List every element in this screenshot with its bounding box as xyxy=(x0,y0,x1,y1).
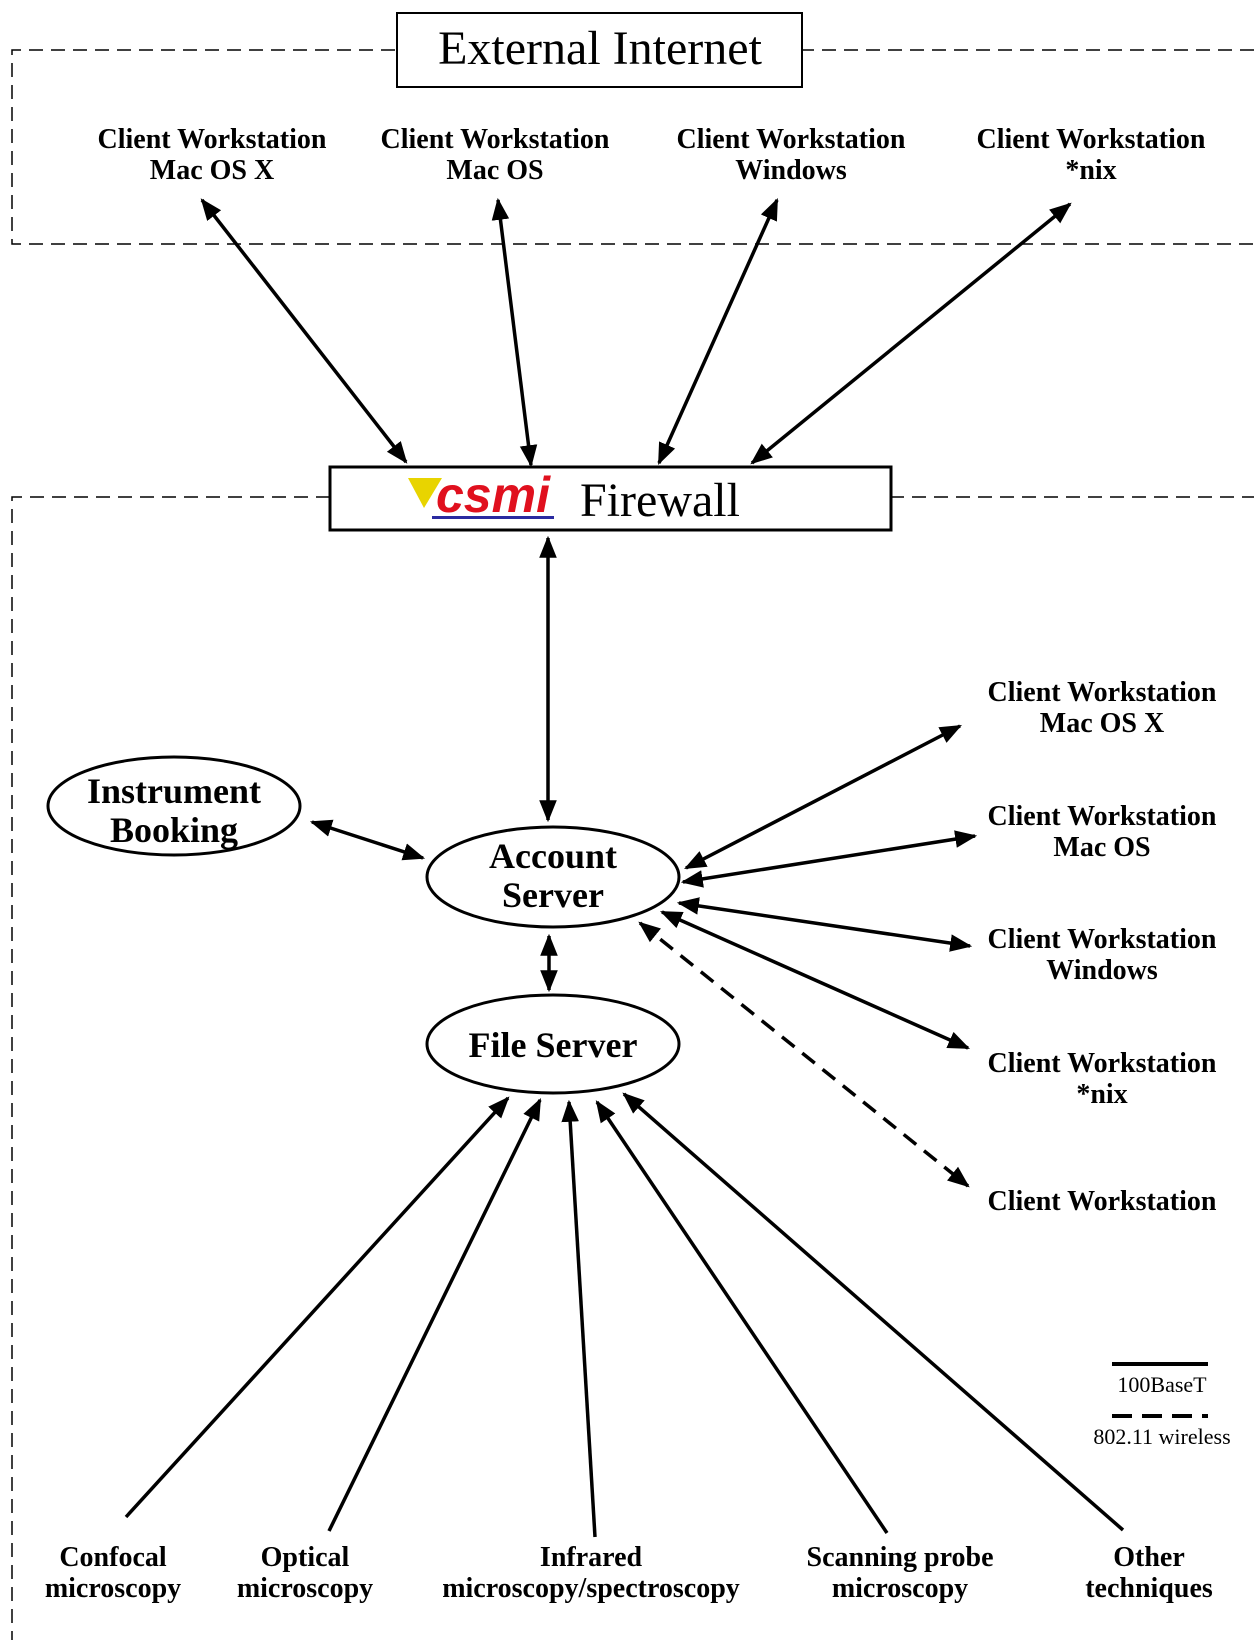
svg-text:*nix: *nix xyxy=(1076,1079,1127,1110)
svg-text:Mac OS X: Mac OS X xyxy=(1040,708,1164,739)
link-confocal-file xyxy=(124,1096,510,1519)
account-server-line2: Server xyxy=(502,875,604,915)
link-firewall-external-mac-os xyxy=(491,197,538,468)
legend-wired-label: 100BaseT xyxy=(1117,1372,1207,1397)
internal-client-mac-os-x: Client Workstation Mac OS X xyxy=(988,677,1217,739)
external-client-mac-os: Client Workstation Mac OS xyxy=(381,124,610,186)
instrument-booking-line2: Booking xyxy=(110,810,238,850)
internal-client-nix: Client Workstation *nix xyxy=(988,1048,1217,1110)
internal-client-mac-os: Client Workstation Mac OS xyxy=(988,801,1217,863)
link-account-internal-mac-os xyxy=(680,830,978,888)
svg-text:Confocal: Confocal xyxy=(59,1542,167,1573)
legend-wireless-label: 802.11 wireless xyxy=(1093,1424,1230,1449)
svg-text:Optical: Optical xyxy=(261,1542,350,1573)
file-server-label: File Server xyxy=(469,1025,638,1065)
external-internet-box xyxy=(396,12,803,88)
svg-text:Other: Other xyxy=(1113,1542,1185,1573)
svg-text:Client Workstation: Client Workstation xyxy=(98,124,327,155)
svg-text:microscopy/spectroscopy: microscopy/spectroscopy xyxy=(442,1573,740,1604)
account-server-node xyxy=(425,825,681,929)
instrument-booking-line1: Instrument xyxy=(87,771,261,811)
link-firewall-external-nix xyxy=(750,202,1072,465)
external-zone-boundary xyxy=(11,49,1254,245)
svg-text:Windows: Windows xyxy=(735,155,847,186)
instrument-confocal: Confocal microscopy xyxy=(45,1542,181,1604)
svg-text:csmi: csmi xyxy=(436,467,551,523)
svg-text:techniques: techniques xyxy=(1085,1573,1213,1604)
account-server-line1: Account xyxy=(489,836,617,876)
svg-text:*nix: *nix xyxy=(1065,155,1116,186)
instrument-other: Other techniques xyxy=(1085,1542,1213,1604)
svg-text:Client Workstation: Client Workstation xyxy=(677,124,906,155)
external-client-mac-os-x: Client Workstation Mac OS X xyxy=(98,124,327,186)
internal-client-windows: Client Workstation Windows xyxy=(988,924,1217,986)
svg-text:Mac OS: Mac OS xyxy=(1053,832,1150,863)
link-account-internal-wireless xyxy=(638,921,970,1188)
svg-text:Windows: Windows xyxy=(1046,955,1158,986)
svg-text:Client Workstation: Client Workstation xyxy=(988,801,1217,832)
internal-zone-boundary xyxy=(11,496,1254,1640)
svg-text:microscopy: microscopy xyxy=(45,1573,181,1604)
external-internet-label: External Internet xyxy=(438,22,763,75)
instrument-booking-node xyxy=(46,755,302,857)
svg-text:microscopy: microscopy xyxy=(237,1573,373,1604)
link-optical-file xyxy=(327,1098,542,1532)
svg-text:Scanning probe: Scanning probe xyxy=(807,1542,994,1573)
csmi-logo: csmi xyxy=(408,467,554,523)
instrument-scanning-probe: Scanning probe microscopy xyxy=(807,1542,994,1604)
link-firewall-external-windows xyxy=(657,197,779,466)
svg-text:Client Workstation: Client Workstation xyxy=(988,1048,1217,1079)
link-infrared-file xyxy=(561,1099,597,1538)
svg-text:Client Workstation: Client Workstation xyxy=(988,924,1217,955)
link-account-internal-nix xyxy=(659,910,971,1050)
link-account-internal-mac-os-x xyxy=(684,724,962,870)
link-scanning-probe-file xyxy=(595,1100,889,1534)
external-client-nix: Client Workstation *nix xyxy=(977,124,1206,186)
external-client-windows: Client Workstation Windows xyxy=(677,124,906,186)
svg-text:Infrared: Infrared xyxy=(540,1542,643,1573)
svg-text:Mac OS X: Mac OS X xyxy=(150,155,274,186)
link-booking-account xyxy=(309,819,426,861)
legend: 100BaseT 802.11 wireless xyxy=(1093,1362,1231,1449)
instrument-infrared: Infrared microscopy/spectroscopy xyxy=(442,1542,740,1604)
svg-text:Client Workstation: Client Workstation xyxy=(381,124,610,155)
svg-text:microscopy: microscopy xyxy=(832,1573,968,1604)
instrument-optical: Optical microscopy xyxy=(237,1542,373,1604)
link-firewall-external-mac-os-x xyxy=(200,198,408,464)
svg-text:Client Workstation: Client Workstation xyxy=(977,124,1206,155)
internal-client-wireless: Client Workstation xyxy=(988,1186,1217,1217)
svg-text:Client Workstation: Client Workstation xyxy=(988,677,1217,708)
firewall-label: Firewall xyxy=(580,474,740,527)
svg-text:Mac OS: Mac OS xyxy=(446,155,543,186)
link-other-file xyxy=(622,1092,1125,1532)
svg-text:Client Workstation: Client Workstation xyxy=(988,1186,1217,1217)
